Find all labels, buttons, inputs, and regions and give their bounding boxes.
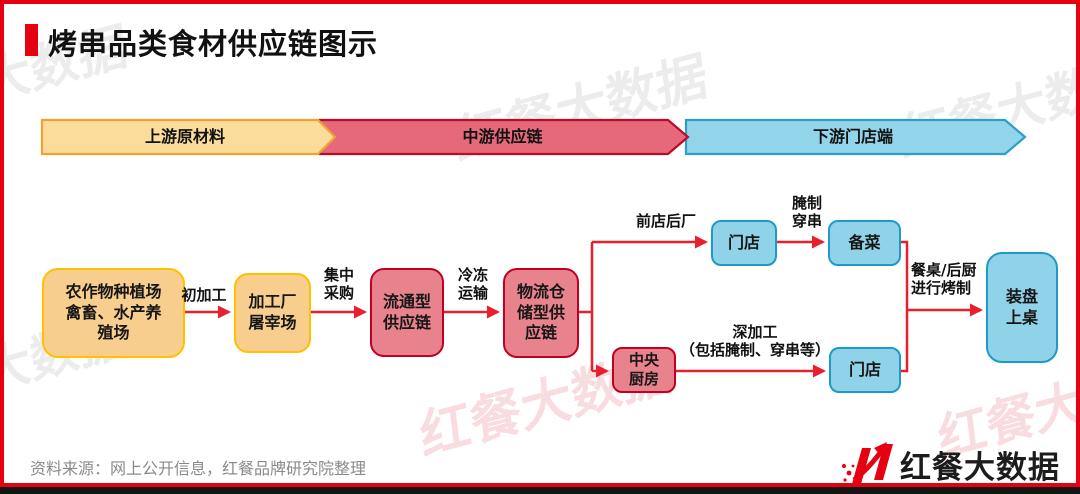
edge-label-initial-processing: 初加工 (181, 286, 227, 304)
banner-upstream-shape (40, 118, 337, 156)
source-note: 资料来源：网上公开信息，红餐品牌研究院整理 (30, 459, 367, 478)
brand-logo-text: 红餐大数据 (900, 449, 1060, 486)
title-accent-bar (25, 24, 38, 56)
edge-label-frozen-transport: 冷冻 运输 (457, 266, 488, 302)
node-farm: 农作物种植场 禽畜、水产养 殖场 (42, 268, 185, 358)
brand-logo-icon (842, 442, 893, 484)
edge-label-deep-processing: 深加工 （包括腌制、穿串等） (679, 323, 830, 359)
banner-label-midstream: 中游供应链 (462, 127, 543, 146)
edge-label-front-store-back-factory: 前店后厂 (635, 212, 696, 230)
banner-label-upstream: 上游原材料 (144, 127, 225, 146)
brand-logo: 红餐大数据 (840, 440, 1060, 488)
node-serving: 装盘 上桌 (986, 252, 1058, 363)
edge-label-central-purchasing: 集中 采购 (323, 266, 354, 302)
stage-banner-arrows (40, 118, 1027, 156)
node-circulation-chain: 流通型 供应链 (370, 268, 444, 357)
node-logistics-chain: 物流仓 储型供 应链 (503, 268, 579, 358)
bottom-edge-strip (0, 487, 1080, 494)
banner-downstream-shape (684, 118, 1027, 156)
edge-label-marinate-skewer: 腌制 穿串 (791, 194, 822, 230)
node-prep: 备菜 (828, 220, 901, 266)
node-store-top: 门店 (711, 220, 777, 266)
node-store-bottom: 门店 (829, 347, 901, 393)
node-processing-plant: 加工厂 屠宰场 (234, 273, 311, 353)
node-central-kitchen: 中央 厨房 (612, 347, 676, 393)
banner-label-downstream: 下游门店端 (812, 127, 893, 146)
edge-merge-vertical (901, 240, 909, 373)
edge-label-grill-at-table: 餐桌/后厨 进行烤制 (911, 261, 977, 297)
page-title: 烤串品类食材供应链图示 (48, 27, 379, 61)
